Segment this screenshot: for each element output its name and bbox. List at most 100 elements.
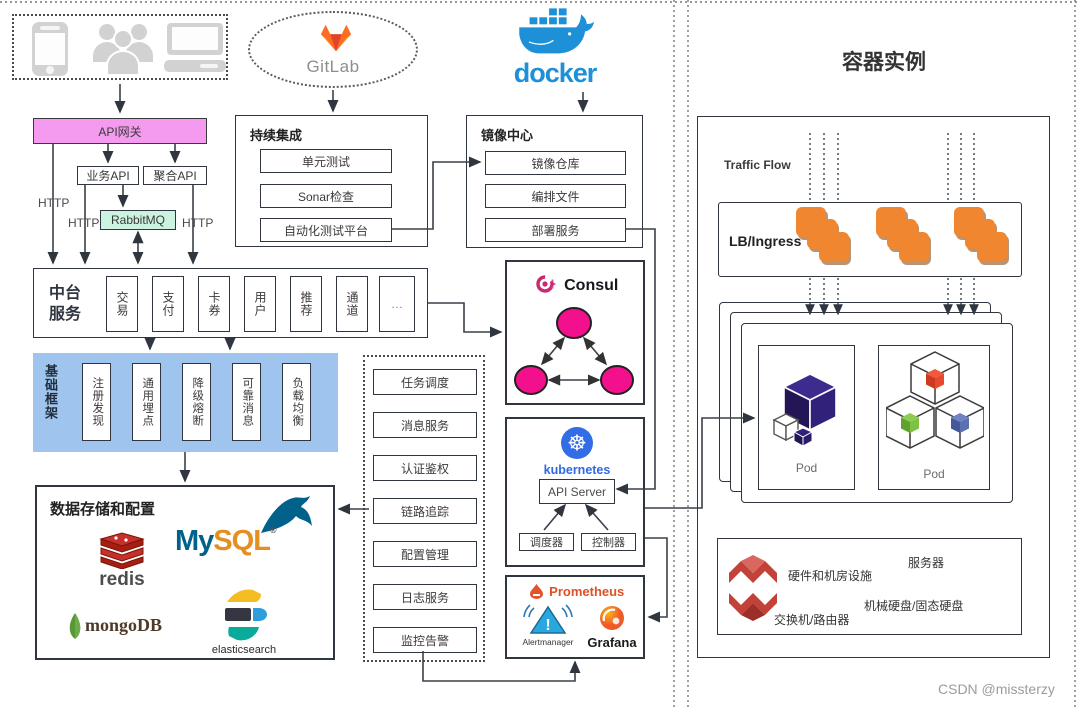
service-trade: 交易 <box>106 276 138 332</box>
grafana-icon <box>600 606 624 630</box>
hardware-aws-icon <box>729 555 777 621</box>
cap-monitoring-alert: 监控告警 <box>373 627 477 653</box>
service-user: 用户 <box>244 276 276 332</box>
svg-text:☸: ☸ <box>567 431 587 456</box>
pod-label: Pod <box>923 467 945 481</box>
rabbitmq: RabbitMQ <box>100 210 176 230</box>
fw-circuit-break: 降级熔断 <box>182 363 211 441</box>
lb-node-cluster <box>954 207 1016 269</box>
fw-reliable-msg: 可靠消息 <box>232 363 261 441</box>
container-node-icon <box>899 232 929 262</box>
registry-panel: 镜像中心 镜像仓库 编排文件 部署服务 <box>466 115 643 248</box>
pod-label: Pod <box>795 461 818 475</box>
hardware-server-label: 服务器 <box>908 556 945 570</box>
mysql-label: MySQL® <box>175 525 277 557</box>
storage-panel: 数据存储和配置 redis MySQL® mongoDB <box>35 485 335 660</box>
gitlab-icon <box>320 24 352 52</box>
cap-tracing: 链路追踪 <box>373 498 477 524</box>
docker-icon <box>519 7 594 54</box>
framework-panel: 基础框架 注册发现 通用埋点 降级熔断 可靠消息 负载均衡 <box>33 353 338 452</box>
docker-node: docker <box>500 4 610 90</box>
registry-deploy: 部署服务 <box>485 218 626 242</box>
platform-panel: 中台 服务 交易 支付 卡券 用户 推荐 通道 … <box>33 268 428 338</box>
ci-title: 持续集成 <box>250 128 303 143</box>
fw-tracking-point: 通用埋点 <box>132 363 161 441</box>
container-node-icon <box>977 232 1007 262</box>
pod-cube-icon <box>772 373 838 447</box>
monitoring-panel: Prometheus ! Alertmanager Grafana <box>505 575 645 659</box>
registry-compose: 编排文件 <box>485 184 626 208</box>
gitlab-node: GitLab <box>248 11 418 88</box>
mongodb-label: mongoDB <box>85 615 163 635</box>
elasticsearch-icon <box>225 589 267 641</box>
ci-unit-test: 单元测试 <box>260 149 392 173</box>
service-coupon: 卡券 <box>198 276 230 332</box>
http-label-right: HTTP <box>182 216 214 230</box>
lb-ingress-label: LB/Ingress <box>729 233 802 249</box>
http-label-left: HTTP <box>38 196 70 210</box>
fw-registry-discovery: 注册发现 <box>82 363 111 441</box>
prometheus-icon <box>529 584 543 599</box>
ci-autotest: 自动化测试平台 <box>260 218 392 242</box>
kubernetes-label: kubernetes <box>543 463 611 477</box>
elasticsearch-label: elasticsearch <box>211 644 277 656</box>
storage-title: 数据存储和配置 <box>50 501 156 518</box>
cap-task-schedule: 任务调度 <box>373 369 477 395</box>
consul-label: Consul <box>564 277 619 294</box>
prometheus-label: Prometheus <box>549 584 625 599</box>
hardware-network-label: 交换机/路由器 <box>774 613 850 627</box>
lb-node-cluster <box>876 207 938 269</box>
hardware-disks-label: 机械硬盘/固态硬盘 <box>864 599 964 613</box>
k8s-api-server: API Server <box>539 479 615 504</box>
consul-panel: Consul <box>505 260 645 405</box>
consul-cluster-graphic <box>514 307 634 395</box>
svg-text:!: ! <box>545 617 550 634</box>
smartphone-icon <box>32 22 68 76</box>
registry-title: 镜像中心 <box>481 128 534 143</box>
users-icon <box>93 24 153 76</box>
pod-box-right: Pod <box>878 345 990 490</box>
cap-config: 配置管理 <box>373 541 477 567</box>
agg-api: 聚合API <box>143 166 207 185</box>
biz-api: 业务API <box>77 166 139 185</box>
fw-load-balance: 负载均衡 <box>282 363 311 441</box>
api-gateway: API网关 <box>33 118 207 144</box>
clients-group <box>12 14 228 80</box>
alertmanager-icon: ! <box>523 604 573 634</box>
pod-multicube-icon <box>886 351 984 449</box>
lb-ingress-box: LB/Ingress <box>718 202 1022 277</box>
service-pay: 支付 <box>152 276 184 332</box>
kubernetes-icon: ☸ <box>561 427 593 459</box>
pod-box-left: Pod <box>758 345 855 490</box>
service-recommend: 推荐 <box>290 276 322 332</box>
capability-panel: 任务调度 消息服务 认证鉴权 链路追踪 配置管理 日志服务 监控告警 <box>363 355 485 662</box>
hardware-facility-label: 硬件和机房设施 <box>788 569 873 583</box>
container-panel-title: 容器实例 <box>842 51 926 74</box>
docker-label: docker <box>513 58 598 88</box>
alertmanager-label: Alertmanager <box>522 637 574 647</box>
mongodb-leaf-icon <box>69 613 81 639</box>
cap-auth: 认证鉴权 <box>373 455 477 481</box>
service-channel: 通道 <box>336 276 368 332</box>
ci-sonar: Sonar检查 <box>260 184 392 208</box>
platform-title: 中台 服务 <box>49 285 82 323</box>
ci-panel: 持续集成 单元测试 Sonar检查 自动化测试平台 <box>235 115 428 247</box>
lb-node-cluster <box>796 207 858 269</box>
k8s-controller: 控制器 <box>581 533 636 551</box>
cap-message-service: 消息服务 <box>373 412 477 438</box>
kubernetes-panel: ☸ kubernetes API Server 调度器 控制器 <box>505 417 645 567</box>
registry-repo: 镜像仓库 <box>485 151 626 175</box>
computer-icon <box>164 23 226 72</box>
hardware-box: 硬件和机房设施 服务器 机械硬盘/固态硬盘 交换机/路由器 <box>717 538 1022 635</box>
framework-title: 基础框架 <box>43 364 58 420</box>
traffic-flow-label: Traffic Flow <box>724 158 791 172</box>
mysql-dolphin-icon <box>261 496 312 533</box>
k8s-scheduler: 调度器 <box>519 533 574 551</box>
watermark: CSDN @missterzy <box>938 681 1055 697</box>
cap-logging: 日志服务 <box>373 584 477 610</box>
service-more: … <box>379 276 415 332</box>
http-label-mid: HTTP <box>68 216 100 230</box>
container-node-icon <box>819 232 849 262</box>
redis-icon <box>99 532 145 569</box>
